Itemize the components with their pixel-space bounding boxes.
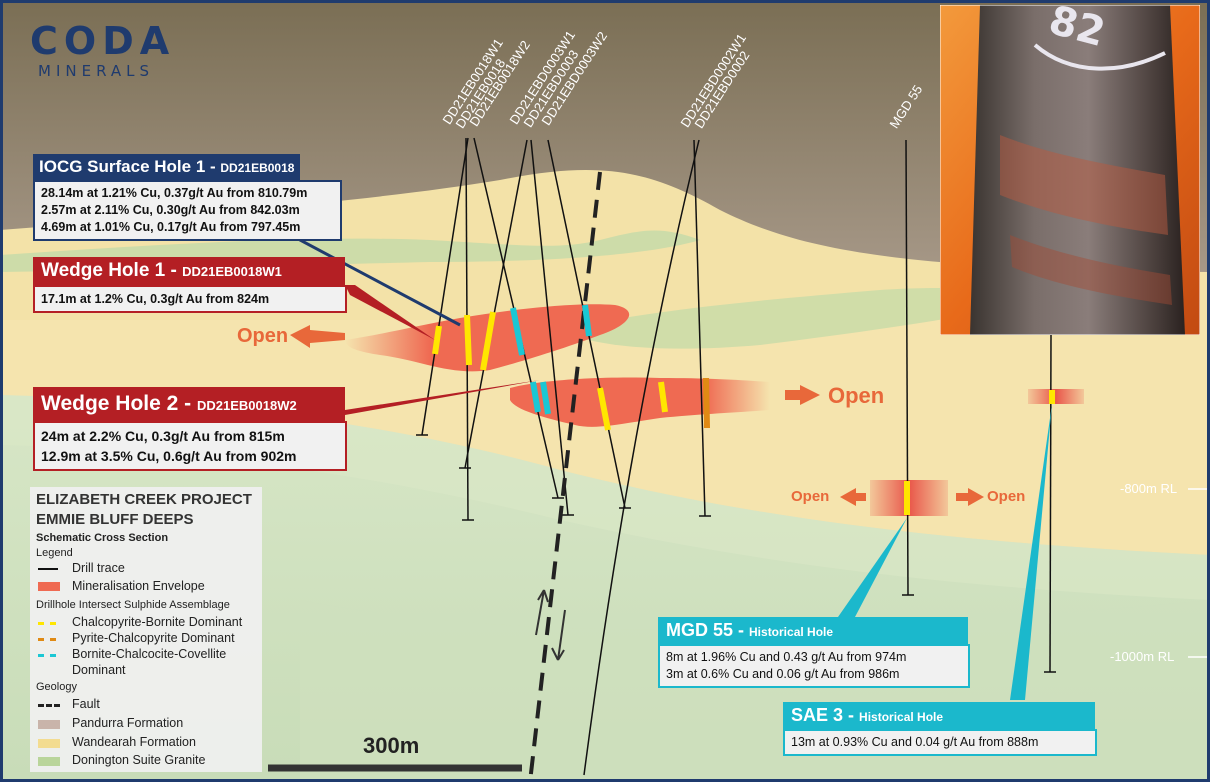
callout-hole-id: DD21EB0018 xyxy=(220,161,294,175)
callout-hole-id: Historical Hole xyxy=(749,625,833,639)
callout-line: 13m at 0.93% Cu and 0.04 g/t Au from 888… xyxy=(791,734,1089,751)
callout-title: IOCG Surface Hole 1 - xyxy=(39,157,220,176)
callout-line: 24m at 2.2% Cu, 0.3g/t Au from 815m xyxy=(41,426,339,446)
sae3-callout: SAE 3 - Historical Hole 13m at 0.93% Cu … xyxy=(783,702,1097,756)
callout-hole-id: Historical Hole xyxy=(859,710,943,724)
chalco-bornite-symbol xyxy=(38,622,56,625)
callout-line: 28.14m at 1.21% Cu, 0.37g/t Au from 810.… xyxy=(41,185,334,202)
pyrite-chalco-symbol xyxy=(38,638,56,641)
legend-item: Chalcopyrite-Bornite Dominant xyxy=(72,615,242,629)
iocg-callout: IOCG Surface Hole 1 - DD21EB0018 28.14m … xyxy=(33,154,342,241)
open-label: Open xyxy=(237,325,288,348)
callout-hole-id: DD21EB0018W1 xyxy=(182,264,282,279)
wandearah-swatch xyxy=(38,739,60,748)
legend-item: Bornite-Chalcocite-Covellite xyxy=(72,647,226,661)
wedge-hole-1-callout: Wedge Hole 1 - DD21EB0018W1 17.1m at 1.2… xyxy=(33,257,347,313)
legend-heading: Geology xyxy=(36,681,77,693)
callout-line: 4.69m at 1.01% Cu, 0.17g/t Au from 797.4… xyxy=(41,219,334,236)
rl-label: -1000m RL xyxy=(1110,649,1174,664)
legend-panel: ELIZABETH CREEK PROJECT EMMIE BLUFF DEEP… xyxy=(30,487,262,772)
bornite-chalcocite-symbol xyxy=(38,654,56,657)
callout-line: 12.9m at 3.5% Cu, 0.6g/t Au from 902m xyxy=(41,446,339,466)
drill-core-photo: 82 xyxy=(940,5,1200,335)
legend-title: EMMIE BLUFF DEEPS xyxy=(36,511,194,528)
legend-item: Dominant xyxy=(72,663,126,677)
callout-title: Wedge Hole 2 - xyxy=(41,392,197,415)
legend-item: Fault xyxy=(72,697,100,711)
legend-item: Wandearah Formation xyxy=(72,735,196,749)
rl-label: -800m RL xyxy=(1120,481,1177,496)
open-label: Open xyxy=(828,383,884,409)
callout-line: 8m at 1.96% Cu and 0.43 g/t Au from 974m xyxy=(666,649,962,666)
callout-title: Wedge Hole 1 - xyxy=(41,260,182,281)
callout-line: 17.1m at 1.2% Cu, 0.3g/t Au from 824m xyxy=(41,290,339,308)
callout-title: MGD 55 - xyxy=(666,620,749,640)
legend-subtitle: Schematic Cross Section xyxy=(36,532,168,544)
open-label: Open xyxy=(791,488,829,505)
callout-line: 3m at 0.6% Cu and 0.06 g/t Au from 986m xyxy=(666,666,962,683)
scale-label: 300m xyxy=(363,733,419,759)
legend-heading: Legend xyxy=(36,547,73,559)
logo-subtitle: MINERALS xyxy=(30,62,175,80)
pandurra-swatch xyxy=(38,720,60,729)
wedge-hole-2-callout: Wedge Hole 2 - DD21EB0018W2 24m at 2.2% … xyxy=(33,387,347,471)
drill-trace-symbol xyxy=(38,568,58,570)
legend-item: Drill trace xyxy=(72,561,125,575)
company-logo: CODA MINERALS xyxy=(30,22,175,80)
logo-wordmark: CODA xyxy=(30,22,175,60)
envelope-symbol xyxy=(38,582,60,591)
callout-line: 2.57m at 2.11% Cu, 0.30g/t Au from 842.0… xyxy=(41,202,334,219)
legend-item: Pyrite-Chalcopyrite Dominant xyxy=(72,631,235,645)
legend-heading: Drillhole Intersect Sulphide Assemblage xyxy=(36,599,230,611)
legend-item: Mineralisation Envelope xyxy=(72,579,205,593)
legend-item: Donington Suite Granite xyxy=(72,753,205,767)
legend-item: Pandurra Formation xyxy=(72,716,183,730)
donington-swatch xyxy=(38,757,60,766)
legend-title: ELIZABETH CREEK PROJECT xyxy=(36,491,252,508)
callout-title: SAE 3 - xyxy=(791,705,859,725)
callout-hole-id: DD21EB0018W2 xyxy=(197,398,297,413)
fault-symbol xyxy=(38,704,60,707)
mgd55-callout: MGD 55 - Historical Hole 8m at 1.96% Cu … xyxy=(658,617,970,688)
open-label: Open xyxy=(987,488,1025,505)
